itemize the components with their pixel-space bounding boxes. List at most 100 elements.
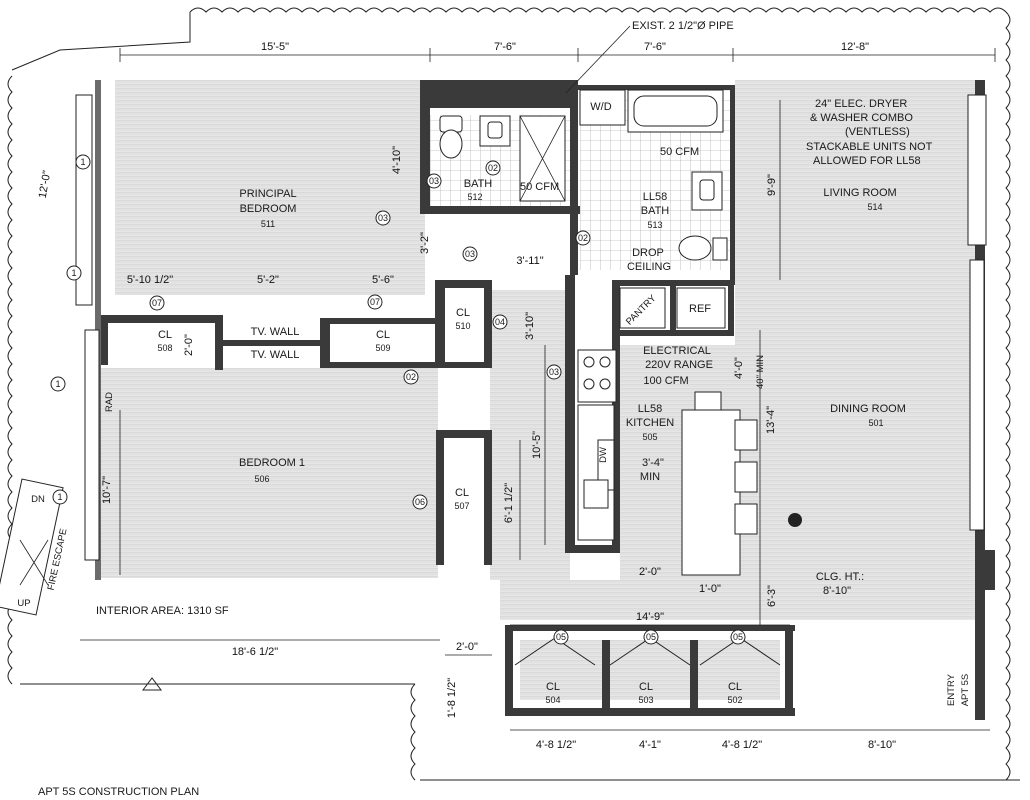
room-tag: 501 — [868, 418, 883, 428]
dim-label: 7'-6" — [644, 41, 666, 53]
dimension-labels: 15'-5" 7'-6" 7'-6" 12'-8" 12'-0" 10'-7" … — [37, 41, 896, 751]
dim-label: 5'-2" — [257, 274, 279, 286]
dw-label: DW — [598, 447, 609, 463]
dim-label: 4'-8 1/2" — [722, 739, 762, 751]
drawing-title: APT 5S CONSTRUCTION PLAN — [38, 786, 199, 798]
dim-label: 3'-10" — [524, 312, 536, 340]
callout-number: 1 — [80, 157, 85, 167]
kitchen-fixtures — [577, 287, 758, 576]
electrical-note: 220V RANGE — [645, 359, 713, 371]
dim-label: 6'-3" — [766, 585, 778, 607]
ref-label: REF — [689, 303, 711, 315]
callout-number: 03 — [465, 249, 475, 259]
callout-number: 07 — [152, 298, 162, 308]
dim-label: 6'-1 1/2" — [503, 483, 515, 523]
cfm-note: 100 CFM — [643, 375, 688, 387]
room-tag: 510 — [455, 321, 470, 331]
callout-number: 02 — [406, 372, 416, 382]
room-tag: 506 — [254, 474, 269, 484]
cfm-note: 50 CFM — [520, 181, 559, 193]
callout-number: 1 — [71, 268, 76, 278]
dryer-note: 24" ELEC. DRYER — [815, 98, 907, 110]
dim-label: 12'-0" — [37, 170, 54, 200]
callout-number: 05 — [646, 632, 656, 642]
dryer-note: (VENTLESS) — [845, 126, 910, 138]
drop-ceiling-note: DROP — [632, 247, 664, 259]
dim-label: 12'-8" — [841, 41, 869, 53]
dim-label: 3'-2" — [419, 232, 431, 254]
revision-cloud — [7, 7, 1020, 781]
rad-note: RAD — [104, 392, 115, 412]
room-name: CL — [455, 487, 469, 499]
dim-label: 1'-8 1/2" — [446, 678, 458, 718]
min-clear-note: MIN — [640, 471, 660, 483]
room-name: CL — [456, 307, 470, 319]
dim-label: 4'-1" — [639, 739, 661, 751]
pipe-note: EXIST. 2 1/2"Ø PIPE — [632, 20, 734, 32]
tv-wall-label: TV. WALL — [251, 349, 300, 361]
dim-label: 2'-0" — [183, 334, 195, 356]
callout-number: 03 — [429, 176, 439, 186]
room-tag: 507 — [454, 501, 469, 511]
interior-area: INTERIOR AREA: 1310 SF — [96, 605, 229, 617]
entry-label: ENTRY — [946, 673, 957, 706]
room-name: PRINCIPAL — [239, 188, 296, 200]
clg-ht-note: 8'-10" — [823, 585, 851, 597]
callout-number: 02 — [578, 233, 588, 243]
room-name: BATH — [641, 205, 670, 217]
dryer-note: & WASHER COMBO — [810, 112, 913, 124]
dim-label: 9'-9" — [766, 174, 778, 196]
dim-label: 3'-11" — [516, 255, 543, 267]
fire-escape — [0, 478, 64, 616]
room-name: CL — [728, 681, 742, 693]
tv-wall-label: TV. WALL — [251, 326, 300, 338]
wd-label: W/D — [590, 101, 611, 113]
dryer-note: ALLOWED FOR LL58 — [813, 155, 921, 167]
callout-number: 05 — [556, 632, 566, 642]
stair-up-label: UP — [17, 598, 30, 609]
dim-label: 2'-0" — [456, 641, 478, 653]
callout-number: 06 — [415, 497, 425, 507]
cfm-note: 50 CFM — [660, 146, 699, 158]
callout-circles — [50, 154, 802, 691]
room-name: CL — [376, 329, 390, 341]
dryer-note: STACKABLE UNITS NOT — [806, 141, 933, 153]
electrical-note: ELECTRICAL — [643, 345, 711, 357]
callout-number: 04 — [495, 317, 505, 327]
drop-ceiling-note: CEILING — [627, 261, 671, 273]
callout-number: 07 — [370, 297, 380, 307]
room-tag: 505 — [642, 432, 657, 442]
room-tag: 511 — [261, 219, 275, 229]
dim-label: 15'-5" — [261, 41, 289, 53]
room-tag: 504 — [545, 695, 560, 705]
dim-label: 4'-8 1/2" — [536, 739, 576, 751]
min-note: 40" MIN — [755, 355, 766, 389]
room-tag: 508 — [157, 343, 172, 353]
apt-label: APT 5S — [960, 674, 971, 707]
clg-ht-note: CLG. HT.: — [816, 571, 864, 583]
dim-label: 10'-7" — [101, 476, 113, 504]
dim-label: 5'-6" — [372, 274, 394, 286]
dimension-lines — [80, 48, 996, 731]
callout-number: 05 — [733, 632, 743, 642]
room-name: BEDROOM — [240, 203, 297, 215]
callout-number: 02 — [488, 163, 498, 173]
dim-label: 4'-10" — [391, 146, 403, 174]
dim-label: 10'-5" — [531, 431, 543, 459]
dim-label: 18'-6 1/2" — [232, 646, 278, 658]
room-name: CL — [158, 329, 172, 341]
dim-label: 13'-4" — [765, 406, 777, 434]
bath-fixtures — [439, 89, 728, 261]
room-name: BATH — [464, 178, 493, 190]
room-tag: 513 — [647, 220, 662, 230]
room-name: LL58 — [638, 403, 662, 415]
dim-label: 1'-0" — [699, 583, 721, 595]
dim-label: 14'-9" — [636, 611, 664, 623]
room-tag: 502 — [727, 695, 742, 705]
room-name: DINING ROOM — [830, 403, 906, 415]
min-clear-note: 3'-4" — [642, 457, 664, 469]
room-name: CL — [639, 681, 653, 693]
dim-label: 8'-10" — [868, 739, 896, 751]
room-name: CL — [546, 681, 560, 693]
